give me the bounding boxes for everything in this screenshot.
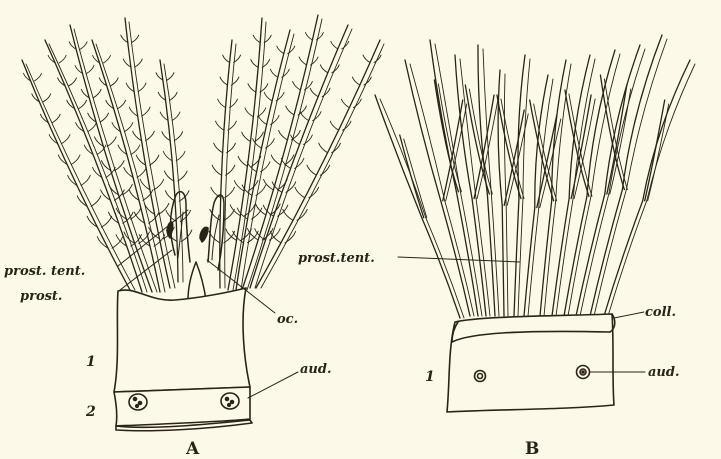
figure-b-drawing — [375, 35, 695, 412]
figure-a-segment-2 — [114, 387, 252, 431]
label-b-collar: coll. — [645, 305, 676, 320]
figure-b-segment-1 — [447, 314, 615, 412]
label-b-segment-1: 1 — [425, 369, 435, 385]
label-b-auditory: aud. — [648, 365, 680, 380]
label-a-segment-1: 1 — [86, 354, 96, 370]
caption-b: B — [525, 439, 539, 459]
caption-a: A — [185, 439, 200, 459]
label-b-prostomial-tentacle: prost.tent. — [298, 251, 375, 266]
label-a-prostomial-tentacle: prost. tent. — [4, 264, 85, 279]
label-a-segment-2: 2 — [85, 404, 96, 420]
figure-b-branchiae — [375, 35, 695, 318]
label-a-prostomium: prost. — [20, 289, 62, 304]
label-a-auditory: aud. — [300, 362, 332, 377]
label-a-ocelli: oc. — [277, 312, 298, 327]
figure-a-segment-1 — [114, 288, 250, 392]
